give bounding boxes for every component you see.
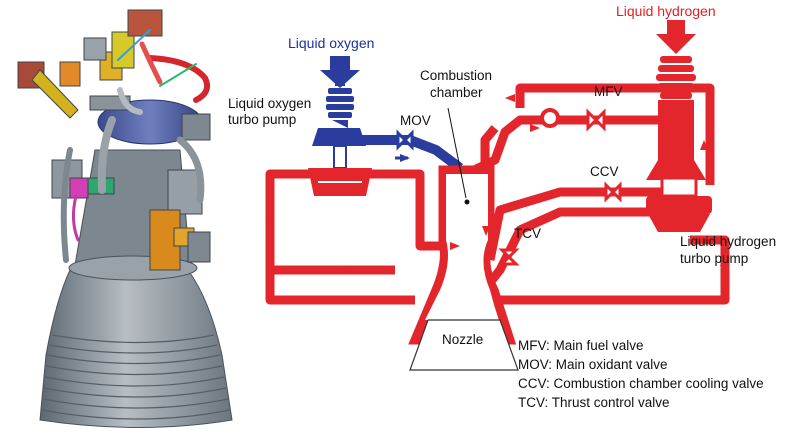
mov-valve-icon (396, 129, 414, 151)
flow-arrows (266, 94, 728, 304)
lh2-pump-label-2: turbo pump (680, 251, 748, 266)
lox-turbo-pump (308, 168, 372, 196)
ccv-label: CCV (590, 164, 619, 179)
nozzle (409, 319, 519, 371)
liquid-hydrogen-label: Liquid hydrogen (616, 3, 716, 19)
lh2-turbo-pump (646, 56, 712, 232)
lox-pump-label-2: turbo pump (228, 112, 296, 127)
mfv-label: MFV (594, 84, 623, 99)
combustion-chamber-label-1: Combustion (420, 68, 492, 83)
heat-exchanger (540, 108, 560, 128)
mov-label: MOV (400, 113, 431, 128)
engine-render (17, 9, 233, 428)
lh2-inlet-arrow (656, 20, 696, 54)
ccv-valve-icon (604, 181, 622, 203)
liquid-oxygen-label: Liquid oxygen (288, 35, 374, 51)
legend-item-mfv: MFV: Main fuel valve (518, 338, 644, 353)
combustion-chamber (408, 107, 517, 345)
lox-bellows (312, 88, 366, 146)
combustion-chamber-label-2: chamber (430, 85, 483, 100)
mfv-valve-icon (586, 108, 606, 132)
tcv-label: TCV (514, 226, 541, 241)
lox-flow-arrow (400, 154, 410, 162)
lox-pump-label-1: Liquid oxygen (228, 96, 311, 111)
legend-item-ccv: CCV: Combustion chamber cooling valve (518, 376, 764, 391)
legend-item-mov: MOV: Main oxidant valve (518, 357, 668, 372)
legend-item-tcv: TCV: Thrust control valve (518, 395, 670, 410)
abbreviation-legend: MFV: Main fuel valve MOV: Main oxidant v… (518, 336, 800, 412)
lh2-pump-label-1: Liquid hydrogen (680, 234, 776, 249)
nozzle-label: Nozzle (442, 332, 483, 347)
lox-pump-shaft (333, 145, 347, 169)
lox-inlet-arrow (320, 56, 360, 88)
tcv-valve-icon (498, 248, 520, 266)
